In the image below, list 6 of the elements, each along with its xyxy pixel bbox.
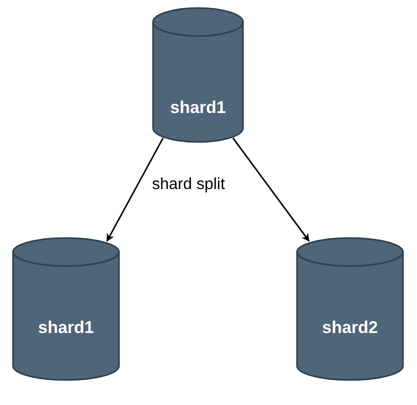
node-label: shard1 (37, 318, 95, 338)
node-label: shard1 (169, 98, 227, 118)
node-label: shard2 (321, 318, 379, 338)
edge-label: shard split (150, 176, 227, 194)
arrow (232, 138, 310, 242)
arrow (106, 138, 164, 242)
